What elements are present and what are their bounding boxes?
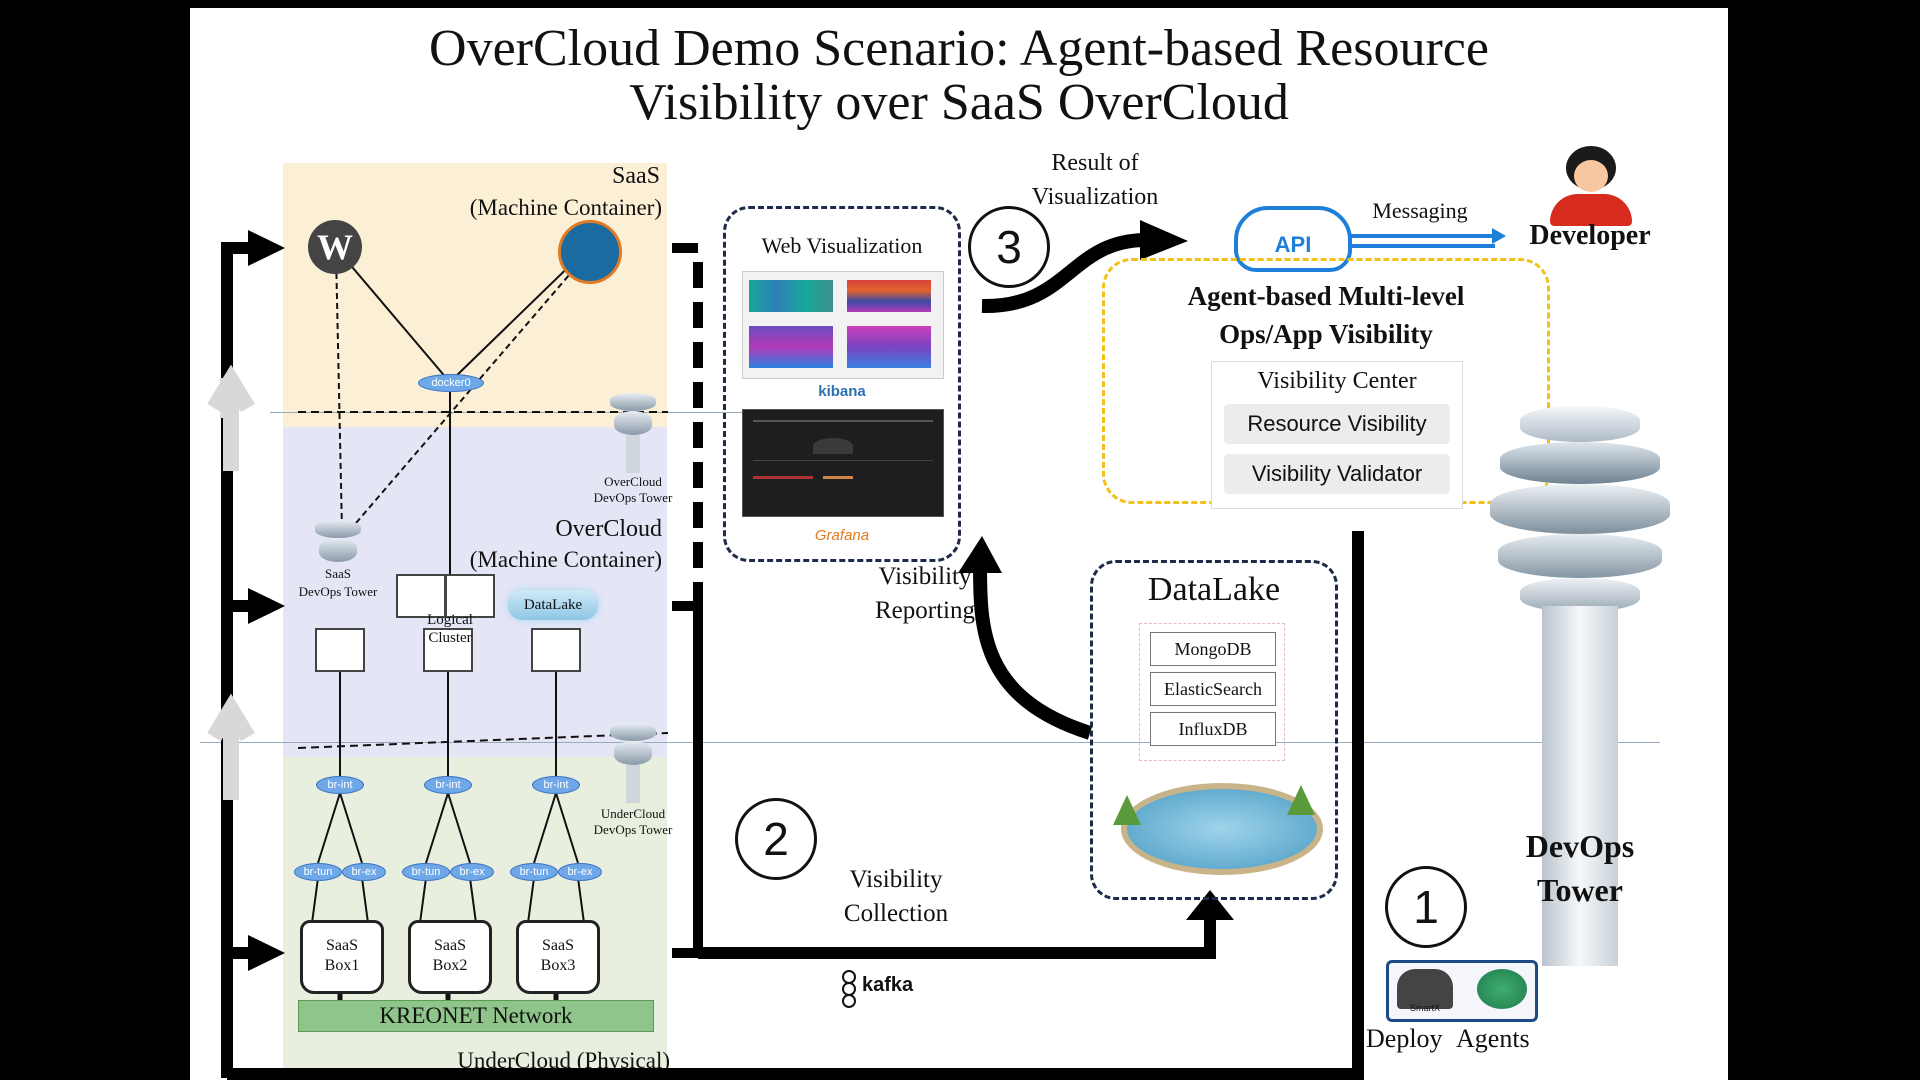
saas-layer-name: SaaS — [612, 163, 660, 189]
br-int-3: br-int — [532, 776, 580, 794]
api-cloud-icon: API — [1234, 206, 1352, 272]
docker0-bridge: docker0 — [418, 374, 484, 392]
agent-box-title-line1: Agent-based Multi-level — [1187, 281, 1465, 311]
visibility-reporting-line1: Visibility — [878, 563, 972, 590]
br-tun-1: br-tun — [294, 863, 342, 881]
step-1-label-line2: Agents — [1456, 1024, 1530, 1053]
slide-title-line1: OverCloud Demo Scenario: Agent-based Res… — [429, 20, 1489, 77]
mongodb-item: MongoDB — [1150, 632, 1276, 666]
agent-turtle-icon — [1477, 969, 1527, 1009]
logical-cluster-cube — [445, 574, 495, 618]
devops-tower-icon — [1480, 406, 1680, 966]
step-3-marker: 3 — [968, 206, 1050, 288]
kafka-label: kafka — [862, 974, 914, 996]
overcloud-tower-icon — [610, 393, 656, 473]
slide: OverCloud Demo Scenario: Agent-based Res… — [190, 8, 1728, 1080]
saas-box-3-line1: SaaS — [542, 937, 574, 954]
br-tun-3: br-tun — [510, 863, 558, 881]
undercloud-tower-icon — [610, 723, 656, 803]
kibana-dashboard — [742, 271, 944, 379]
grafana-dashboard — [742, 409, 944, 517]
datalake-title: DataLake — [1147, 571, 1281, 608]
br-ex-2: br-ex — [450, 863, 494, 881]
kreonet-network: KREONET Network — [298, 1000, 654, 1032]
divider-line — [200, 742, 1660, 743]
step-2-label-line1: Visibility — [849, 866, 943, 893]
visibility-center: Visibility Center Resource Visibility Vi… — [1211, 361, 1463, 509]
elasticsearch-item: ElasticSearch — [1150, 672, 1276, 706]
kreonet-network-label: KREONET Network — [379, 1003, 573, 1028]
agents-logo: SmartX — [1386, 960, 1538, 1022]
saas-box-3-line2: Box3 — [540, 957, 576, 974]
br-int-1: br-int — [316, 776, 364, 794]
agent-visibility-box: Agent-based Multi-level Ops/App Visibili… — [1102, 258, 1550, 509]
step-2-label-line2: Collection — [843, 900, 949, 927]
saas-box-1-line2: Box1 — [324, 957, 360, 974]
step-2-marker: 2 — [735, 798, 817, 880]
devops-tower-label-line2: Tower — [1537, 872, 1623, 908]
api-label: API — [1274, 232, 1312, 257]
br-int-2: br-int — [424, 776, 472, 794]
developer-label: Developer — [1529, 220, 1651, 251]
br-ex-1: br-ex — [342, 863, 386, 881]
undercloud-tower-label-line1: UnderCloud — [600, 806, 666, 821]
step-3-label-line2: Visualization — [1031, 184, 1159, 210]
mysql-icon — [558, 220, 622, 284]
slide-title-line2: Visibility over SaaS OverCloud — [629, 74, 1289, 131]
developer-avatar — [1546, 146, 1636, 226]
saas-box-3: SaaS Box3 — [516, 920, 600, 994]
br-ex-3: br-ex — [558, 863, 602, 881]
web-visualization-title: Web Visualization — [761, 233, 923, 258]
lake-illustration — [1113, 783, 1323, 875]
overcloud-node-cube — [531, 628, 581, 672]
kafka-logo-icon — [838, 970, 860, 1008]
step-3-label-line1: Result of — [1051, 150, 1139, 176]
diagram-connectors — [207, 220, 1506, 1080]
saas-tower-label-line2: DevOps Tower — [298, 584, 378, 599]
br-tun-2: br-tun — [402, 863, 450, 881]
datalake-db-group: MongoDB ElasticSearch InfluxDB — [1139, 623, 1285, 761]
overcloud-layer-name: OverCloud — [555, 516, 662, 542]
devops-tower-label-line1: DevOps — [1525, 828, 1635, 864]
datalake-node — [508, 590, 598, 620]
saas-box-1: SaaS Box1 — [300, 920, 384, 994]
saas-tower-label-line1: SaaS — [325, 566, 351, 581]
logical-cluster-label-line2: Cluster — [428, 630, 472, 646]
saas-layer-sub: (Machine Container) — [469, 195, 662, 220]
datalake-panel: DataLake MongoDB ElasticSearch InfluxDB — [1090, 560, 1338, 900]
datalake-node-label: DataLake — [523, 597, 583, 613]
saas-tower-icon — [315, 520, 361, 570]
overcloud-node-cube — [315, 628, 365, 672]
step-1-label-line1: Deploy — [1366, 1024, 1443, 1053]
saas-box-1-line1: SaaS — [326, 937, 358, 954]
saas-box-2-line1: SaaS — [434, 937, 466, 954]
saas-box-2-line2: Box2 — [432, 957, 468, 974]
visibility-reporting-line2: Reporting — [875, 597, 975, 624]
step-1-marker: 1 — [1385, 866, 1467, 948]
influxdb-item: InfluxDB — [1150, 712, 1276, 746]
kibana-logo: kibana — [818, 383, 866, 400]
saas-box-2: SaaS Box2 — [408, 920, 492, 994]
logical-cluster-label-line1: Logical — [427, 612, 473, 628]
smartx-agent-icon — [1397, 969, 1453, 1009]
resource-visibility-item: Resource Visibility — [1224, 404, 1450, 444]
grafana-logo: Grafana — [814, 527, 870, 544]
smartx-label: SmartX — [1409, 1003, 1440, 1013]
web-visualization-panel: Web Visualization kibana Grafana — [723, 206, 961, 562]
divider-line — [270, 412, 870, 413]
overcloud-layer-sub: (Machine Container) — [469, 547, 662, 572]
overcloud-tower-label: OverCloud DevOps Tower — [593, 474, 673, 505]
undercloud-tower-label-line2: DevOps Tower — [593, 822, 673, 837]
visibility-validator-item: Visibility Validator — [1224, 454, 1450, 494]
messaging-label: Messaging — [1372, 198, 1468, 223]
visibility-center-title: Visibility Center — [1257, 368, 1417, 394]
wordpress-icon: W — [308, 220, 362, 274]
agent-box-title-line2: Ops/App Visibility — [1219, 319, 1433, 349]
overcloud-node-cube — [423, 628, 473, 672]
